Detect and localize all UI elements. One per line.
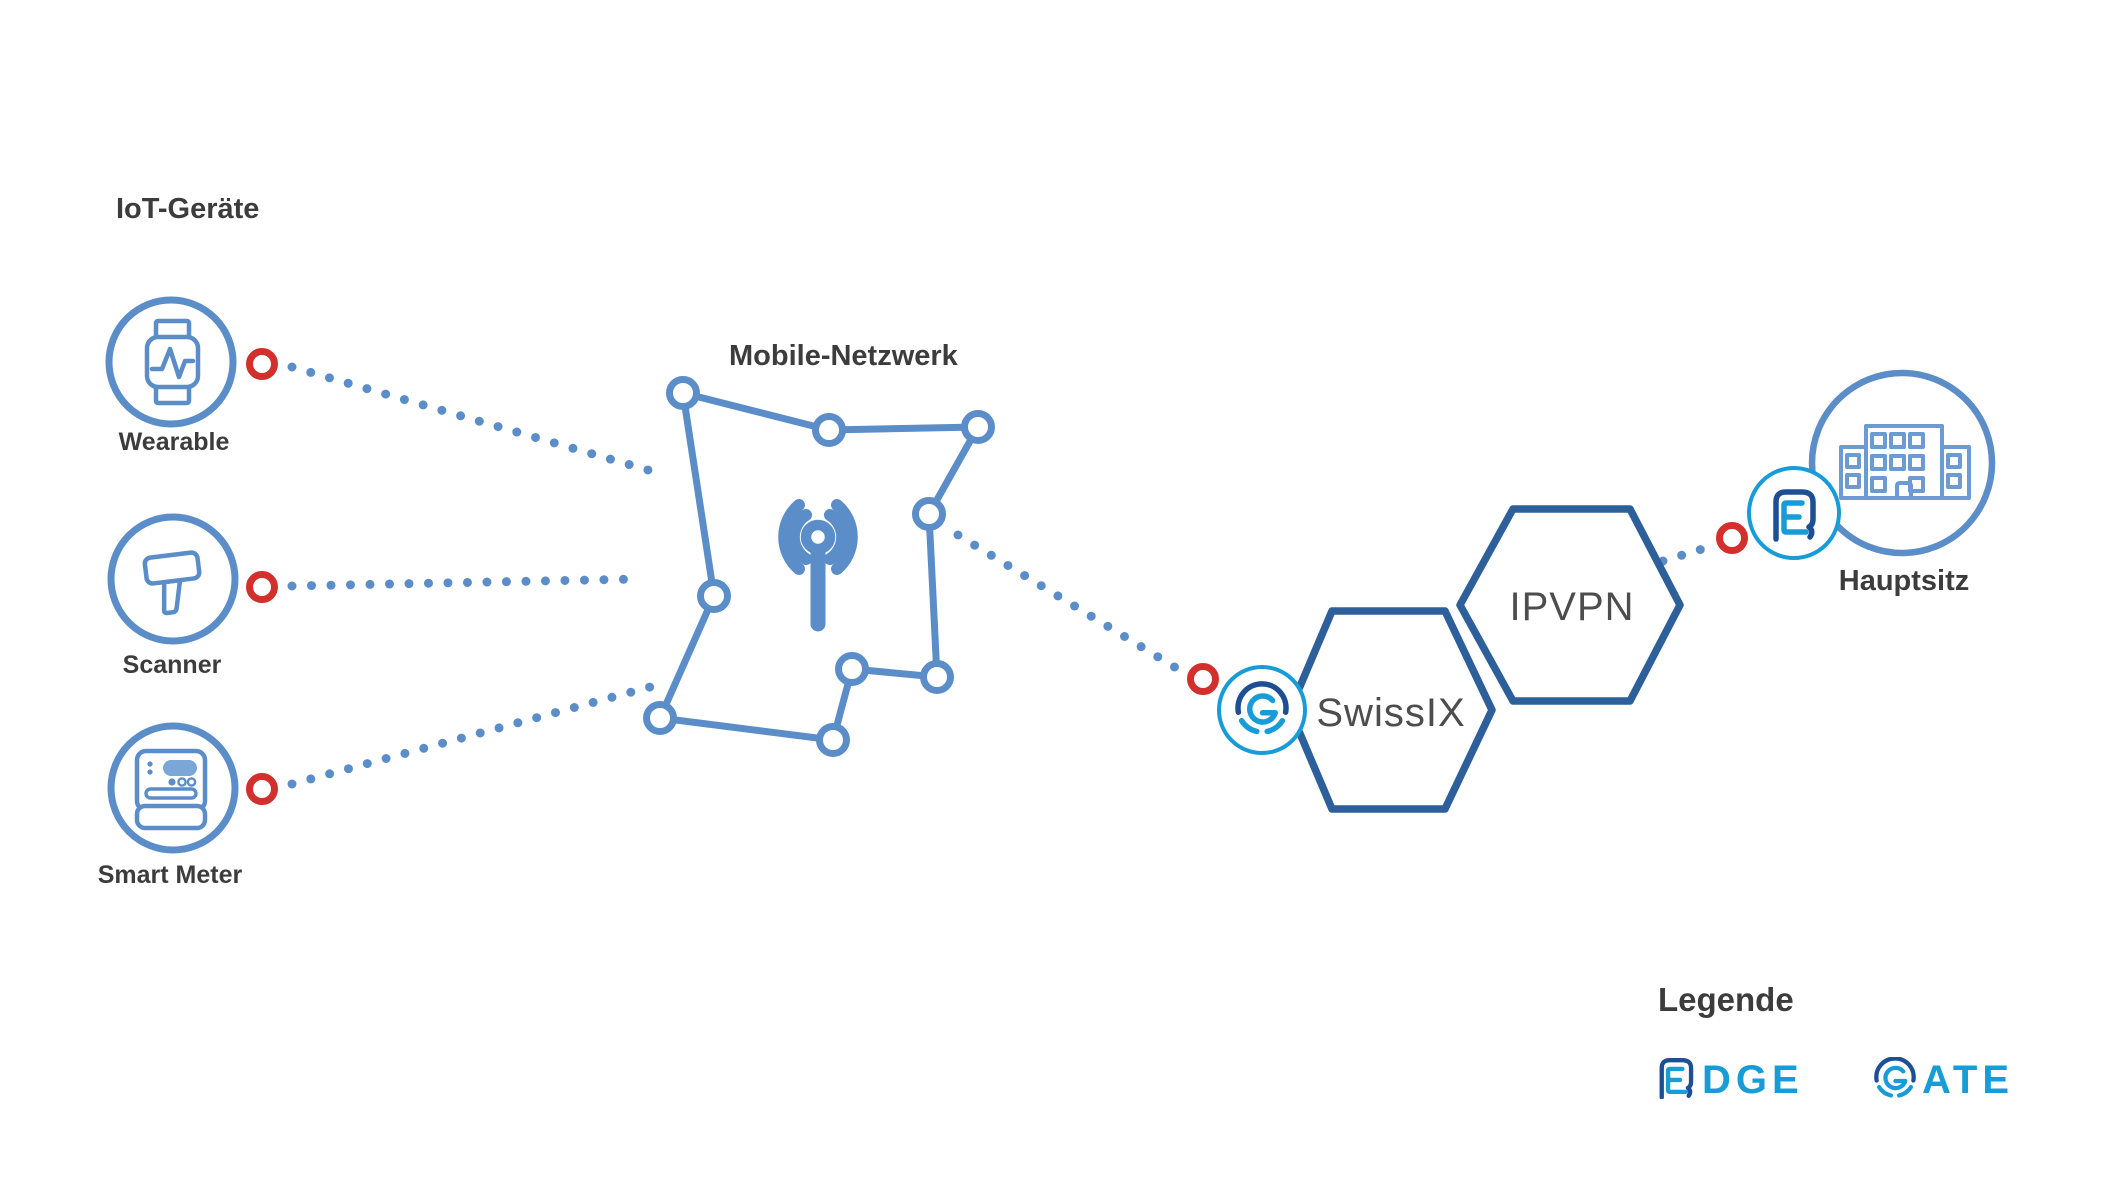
connector-scanner-network <box>287 574 643 591</box>
wearable-label: Wearable <box>118 428 230 456</box>
building-icon <box>1839 424 1971 500</box>
connection-ring-wearable <box>246 348 278 380</box>
connector-ipvpn-edge <box>1658 541 1717 566</box>
barcode-scanner-icon <box>142 550 202 616</box>
gate-icon <box>1217 665 1307 755</box>
legend-entry-edge: DGE <box>1656 1056 1804 1100</box>
mobile-network-polygon <box>643 376 995 757</box>
scanner-label: Scanner <box>122 651 222 679</box>
device-scanner <box>107 513 239 645</box>
smart-meter-icon <box>134 748 208 831</box>
legend-title: Legende <box>1658 981 1794 1018</box>
ipvpn-label: IPVPN <box>1509 585 1635 629</box>
connector-smartmeter-network <box>287 682 655 789</box>
device-smart-meter <box>107 722 239 854</box>
connector-network-swissix <box>953 530 1191 679</box>
iot-devices-title: IoT-Geräte <box>116 193 260 225</box>
edge-icon <box>1747 466 1841 560</box>
connection-ring-scanner <box>246 571 278 603</box>
mobile-network-label: Mobile-Netzwerk <box>729 340 958 372</box>
legend-gate-text: ATE <box>1922 1058 2015 1102</box>
connection-ring-smartmeter <box>246 773 278 805</box>
swissix-hexagon <box>1286 607 1496 813</box>
gate-logo-icon <box>1874 1057 1916 1099</box>
legend-edge-text: DGE <box>1702 1058 1804 1102</box>
smartwatch-icon <box>144 318 201 406</box>
edge-logo-icon <box>1656 1057 1696 1099</box>
connector-wearable-network <box>287 362 653 475</box>
legend-entry-gate: ATE <box>1874 1056 2014 1100</box>
connection-ring-edge <box>1716 522 1748 554</box>
swissix-label: SwissIX <box>1316 691 1466 735</box>
connection-ring-swissix <box>1187 663 1219 695</box>
device-wearable <box>105 296 237 428</box>
antenna-icon <box>778 499 858 632</box>
headquarters-node <box>1808 369 1996 557</box>
hauptsitz-label: Hauptsitz <box>1838 565 1970 597</box>
smart-meter-label: Smart Meter <box>97 861 243 889</box>
ipvpn-hexagon <box>1456 505 1684 705</box>
